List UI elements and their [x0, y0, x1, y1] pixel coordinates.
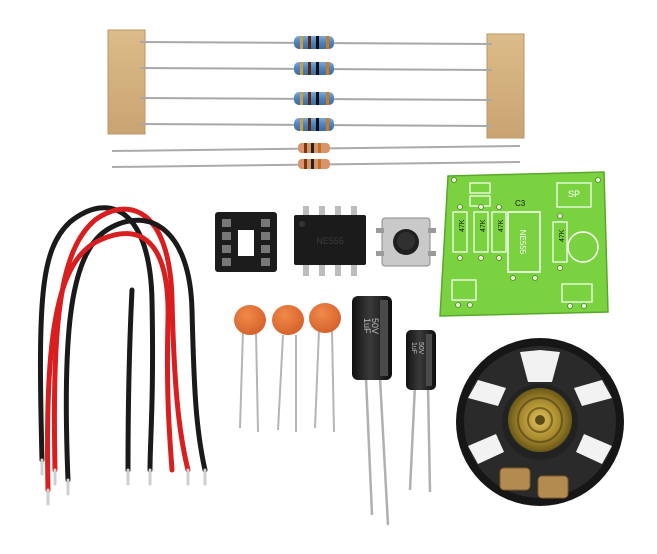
pcb-c3-label: C3 [515, 199, 526, 208]
electrolytic-cap-small: 1uF 50V [406, 330, 436, 493]
electrolytic-large-value: 1uF [362, 318, 372, 334]
ic-socket [215, 212, 277, 272]
tape-left [107, 29, 146, 135]
small-resistor-2 [298, 159, 330, 169]
black-wire-3 [125, 287, 135, 473]
ceramic-cap-3 [309, 303, 341, 433]
pcb-res-label-2: 47K [480, 219, 487, 232]
electrolytic-small-voltage: 50V [417, 342, 424, 355]
small-resistors [111, 143, 521, 169]
small-resistor-1 [298, 143, 330, 153]
pcb-speaker-label: SP [568, 189, 580, 199]
pcb-res-label-1: 47K [459, 219, 466, 232]
pcb-res-label-3: 47K [498, 219, 505, 232]
red-wire-1 [51, 206, 191, 473]
ceramic-cap-1 [234, 305, 266, 433]
speaker [456, 338, 624, 506]
electrolytic-large-voltage: 50V [370, 318, 380, 334]
blue-resistor-4 [139, 118, 493, 131]
pcb-ic-label: NE555 [518, 230, 527, 255]
wires [37, 205, 208, 506]
resistor-strip [107, 29, 525, 139]
blue-resistor-2 [139, 62, 493, 75]
ic-marking: NE555 [316, 236, 344, 246]
tactile-button [376, 217, 436, 267]
tape-right [486, 33, 525, 139]
electrolytic-small-value: 1uF [410, 342, 417, 354]
ceramic-cap-2 [272, 305, 304, 432]
pcb-res-label-4: 47K [559, 229, 566, 242]
speaker-terminals [499, 467, 569, 499]
blue-resistor-1 [139, 36, 493, 49]
ceramic-capacitors [234, 303, 341, 433]
ic-chip: NE555 [294, 206, 366, 276]
blue-resistor-3 [139, 92, 493, 105]
black-wire-2 [63, 217, 208, 483]
pcb-speaker-pad [567, 231, 599, 263]
pcb-board: NE555 SP C3 47K 47K 47K 47K [439, 171, 609, 317]
speaker-frame-spokes [468, 350, 612, 464]
red-wire-2 [45, 231, 175, 493]
electrolytic-cap-large: 1uF 50V [352, 296, 392, 526]
pcb-ic-outline [507, 211, 541, 273]
